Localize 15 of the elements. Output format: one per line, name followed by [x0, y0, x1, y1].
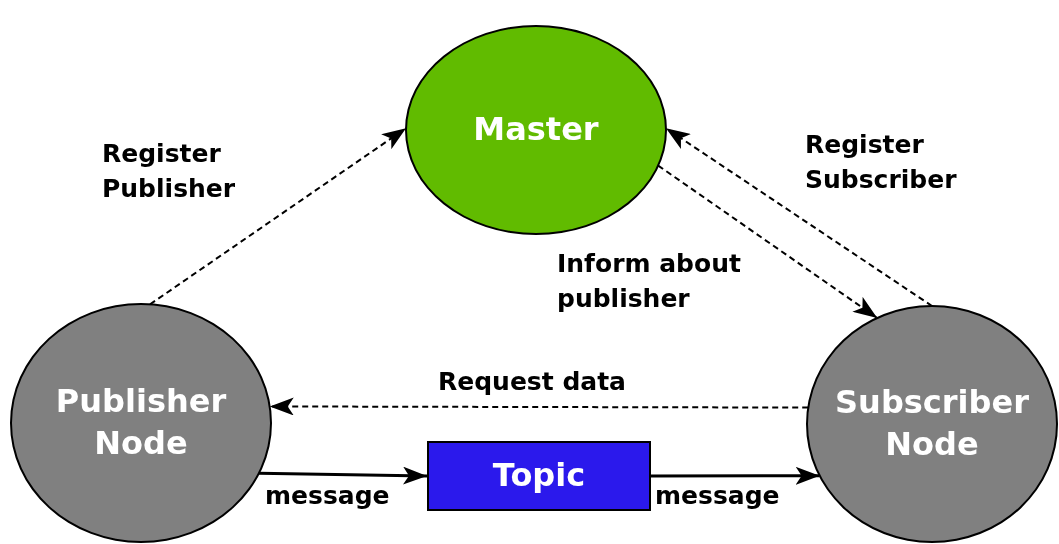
node-label: Topic: [492, 455, 586, 497]
edge-label: message: [265, 480, 390, 512]
node-label: Publisher Node: [54, 381, 228, 464]
topic-box: [427, 441, 651, 511]
edge-label: Request data: [438, 366, 626, 398]
arrow: [665, 127, 933, 307]
arrow: [149, 127, 407, 306]
edge-label: message: [655, 480, 780, 512]
edge-label: Register Subscriber: [805, 129, 958, 196]
arrow: [651, 466, 820, 485]
node-label: Master: [473, 109, 599, 151]
node-label: Subscriber Node: [834, 382, 1030, 465]
edge-label: Inform about publisher: [557, 248, 742, 315]
edge-label: Register Publisher: [102, 138, 237, 205]
arrow: [258, 466, 428, 485]
